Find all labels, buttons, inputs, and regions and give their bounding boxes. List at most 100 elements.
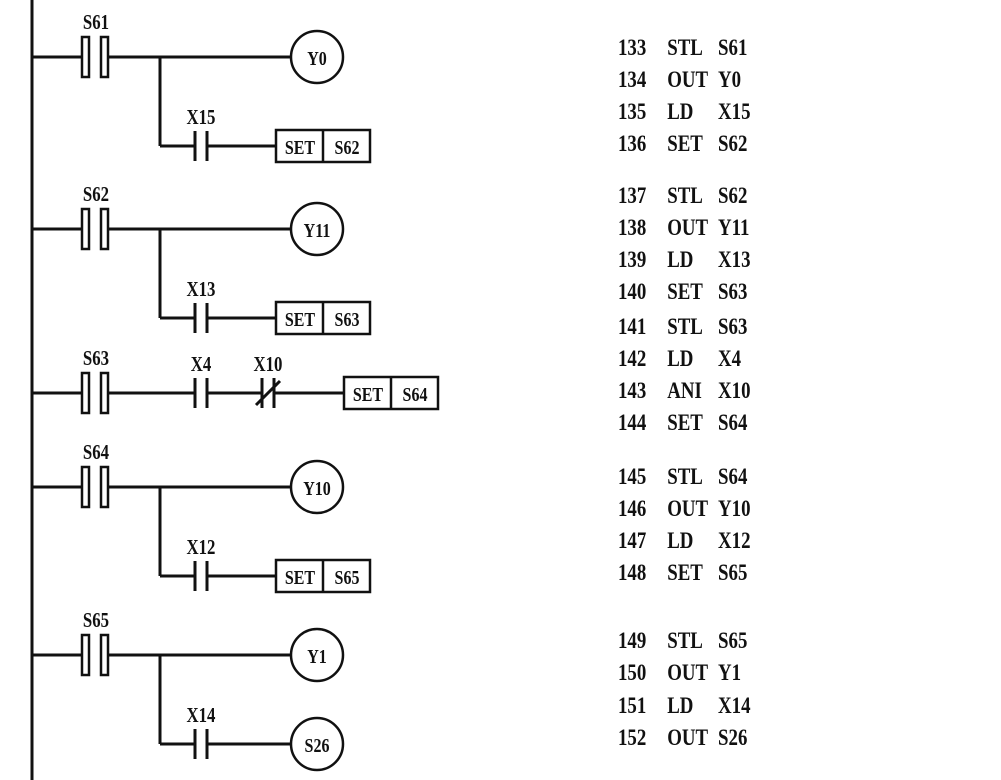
step-number: 147 [618,528,647,553]
step-number: 143 [618,378,647,403]
operand: S62 [718,131,748,156]
instruction-row: 141 STL S63 [618,314,767,344]
step-number: 133 [618,35,647,60]
opcode: STL [667,183,703,208]
coil-label: Y11 [304,219,331,241]
operand: X4 [718,346,742,371]
output-coil [289,627,345,683]
stl-contact-label: S61 [83,11,109,34]
stl-contact-label: S63 [83,347,109,370]
contact-label: X13 [187,278,216,301]
stl-contact-left-bar [80,371,91,415]
operand: S63 [718,279,748,304]
instruction-row: 152 OUT S26 [618,725,767,755]
step-number: 145 [618,464,647,489]
step-number: 149 [618,628,647,653]
operand: X10 [718,378,751,403]
opcode: ANI [667,378,702,403]
coil-label: Y1 [307,645,327,667]
opcode: SET [667,560,703,585]
operand: X15 [718,99,751,124]
operand: S61 [718,35,748,60]
step-number: 140 [618,279,647,304]
coil-label: Y10 [303,477,331,499]
opcode: OUT [667,215,709,240]
instruction-row: 144 SET S64 [618,410,767,440]
instruction-row: 138 OUT Y11 [618,215,767,245]
set-box-target: S63 [335,308,360,330]
step-number: 138 [618,215,647,240]
set-box-target: S64 [403,383,428,405]
opcode: OUT [667,67,709,92]
stl-contact-left-bar [80,35,91,79]
opcode: OUT [667,660,709,685]
step-number: 146 [618,496,647,521]
step-number: 151 [618,693,647,718]
operand: Y1 [718,660,742,685]
opcode: STL [667,464,703,489]
operand: X12 [718,528,751,553]
set-box-op: SET [285,136,315,158]
opcode: OUT [667,496,709,521]
operand: S64 [718,410,748,435]
step-number: 137 [618,183,647,208]
set-box-target: S62 [335,136,360,158]
stl-contact-left-bar [80,633,91,677]
step-number: 144 [618,410,647,435]
opcode: STL [667,628,703,653]
operand: S63 [718,314,748,339]
step-number: 139 [618,247,647,272]
stl-contact-label: S65 [83,609,109,632]
operand: S26 [718,725,748,750]
stl-contact-right-bar [99,207,110,251]
step-number: 152 [618,725,647,750]
nc-contact-slash [254,379,282,407]
opcode: STL [667,35,703,60]
step-number: 142 [618,346,647,371]
step-number: 136 [618,131,647,156]
opcode: STL [667,314,703,339]
contact-label: X15 [187,106,216,129]
contact-label: X10 [254,353,283,376]
step-number: 134 [618,67,647,92]
opcode: SET [667,410,703,435]
set-box-op: SET [285,566,315,588]
operand: Y10 [718,496,751,521]
operand: S62 [718,183,748,208]
instruction-row: 146 OUT Y10 [618,496,767,526]
stl-contact-left-bar [80,465,91,509]
output-coil [289,29,345,85]
operand: Y11 [718,215,750,240]
step-number: 141 [618,314,647,339]
set-box-target: S65 [335,566,360,588]
contact-label: X12 [187,536,216,559]
stl-contact-right-bar [99,465,110,509]
operand: X14 [718,693,751,718]
set-box-op: SET [353,383,383,405]
operand: X13 [718,247,751,272]
instruction-row: 143 ANI X10 [618,378,767,408]
output-coil [289,459,345,515]
stl-contact-right-bar [99,371,110,415]
instruction-row: 137 STL S62 [618,183,767,213]
operand: S65 [718,560,748,585]
set-box-op: SET [285,308,315,330]
stl-contact-right-bar [99,633,110,677]
output-coil [289,716,345,772]
opcode: OUT [667,725,709,750]
operand: S64 [718,464,748,489]
opcode: LD [667,693,694,718]
instruction-row: 151 LD X14 [618,693,767,723]
opcode: SET [667,279,703,304]
contact-label: X4 [191,353,212,376]
stl-contact-right-bar [99,35,110,79]
